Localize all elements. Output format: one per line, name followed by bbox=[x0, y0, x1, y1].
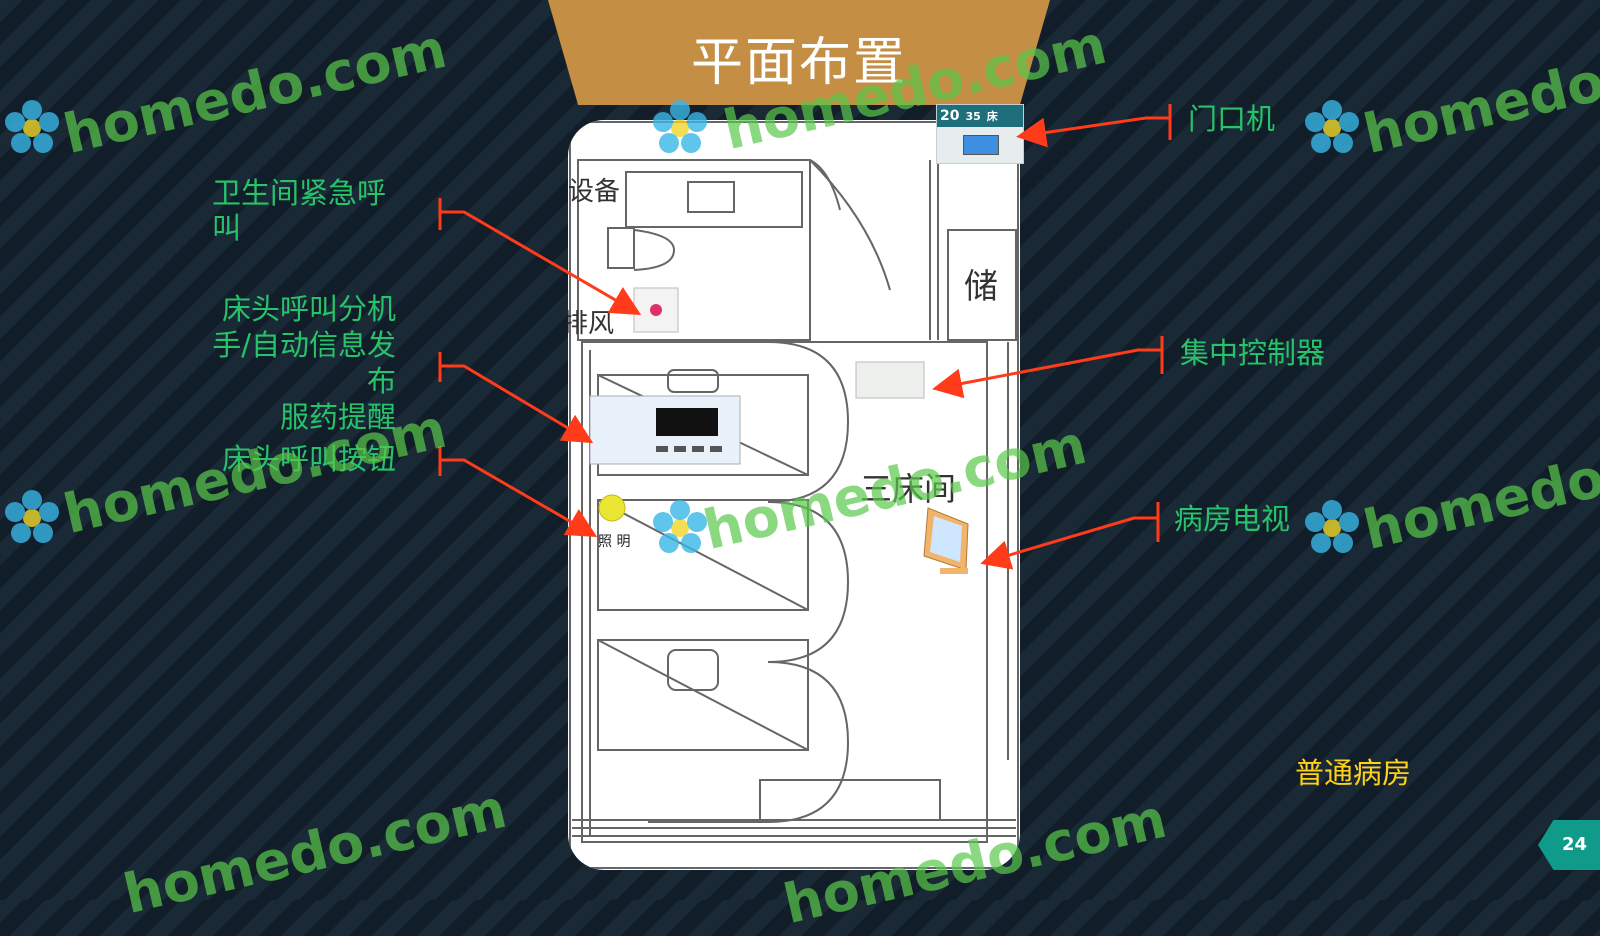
floor-plan: 设备 储 排风 三床间 照 明 bbox=[568, 120, 1020, 870]
ward-type-label: 普通病房 bbox=[1295, 756, 1412, 790]
bathroom-call-button-icon bbox=[633, 287, 679, 333]
arrow-bedside-unit bbox=[440, 364, 594, 444]
light-switch-label: 照 明 bbox=[598, 534, 630, 550]
controller-icon bbox=[855, 361, 925, 399]
label-bedside-unit-3: 布 bbox=[366, 364, 396, 398]
page-number-badge: 24 bbox=[1538, 820, 1600, 870]
door-room-number: 35 bbox=[965, 109, 981, 123]
bedside-call-button-icon bbox=[598, 494, 626, 522]
label-bedside-unit-1: 床头呼叫分机 bbox=[221, 292, 396, 326]
storage-label: 储 bbox=[964, 267, 998, 307]
equipment-room-label: 设备 bbox=[568, 177, 620, 207]
watermark-text: homedo.com bbox=[57, 16, 453, 167]
room-type-label: 三床间 bbox=[860, 470, 956, 508]
label-door-unit: 门口机 bbox=[1188, 102, 1276, 136]
tv-icon bbox=[923, 507, 969, 574]
page-number: 24 bbox=[1562, 834, 1588, 855]
flower-logo-icon bbox=[1305, 100, 1359, 153]
label-ward-tv: 病房电视 bbox=[1174, 502, 1291, 536]
flower-logo-icon bbox=[5, 490, 59, 543]
label-bathroom-emergency: 卫生间紧急呼叫 bbox=[212, 176, 387, 245]
label-bedside-button: 床头呼叫按钮 bbox=[221, 442, 396, 476]
watermark-text: homedo.com bbox=[1357, 16, 1600, 167]
label-bedside-unit-4: 服药提醒 bbox=[279, 400, 396, 434]
arrow-door-unit bbox=[1016, 116, 1170, 148]
page-title: 平面布置 bbox=[690, 33, 907, 93]
floor-plan-drawing: 设备 储 排风 三床间 照 明 bbox=[568, 121, 1019, 869]
door-unit-screen bbox=[963, 135, 999, 155]
ventilation-label: 排风 bbox=[568, 309, 614, 339]
label-central-controller: 集中控制器 bbox=[1180, 336, 1326, 370]
title-banner: 平面布置 bbox=[548, 0, 1050, 105]
door-bed-char: 床 bbox=[986, 110, 998, 123]
flower-logo-icon bbox=[1305, 500, 1359, 553]
watermark-text: homedo.com bbox=[117, 776, 513, 927]
label-bedside-unit-2: 手/自动信息发 bbox=[212, 328, 396, 362]
watermark-text: homedo.com bbox=[1357, 412, 1600, 563]
door-unit-header: 20 35 床 bbox=[937, 105, 1023, 127]
flower-logo-icon bbox=[5, 100, 59, 153]
door-bed-label: 20 bbox=[940, 108, 960, 124]
door-unit-device: 20 35 床 bbox=[936, 104, 1024, 164]
